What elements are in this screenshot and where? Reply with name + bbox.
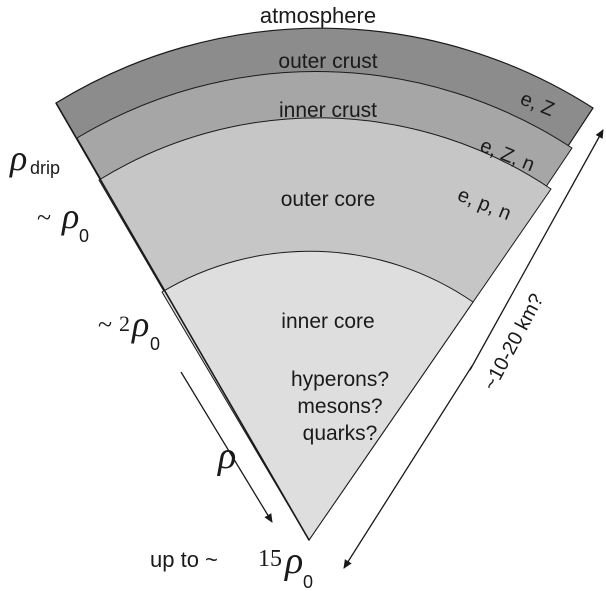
tilde-rho0-subscript: 0 xyxy=(79,226,89,246)
rho-direction-arrow xyxy=(180,371,273,523)
outer-core-label: outer core xyxy=(281,188,376,211)
max-density-subscript: 0 xyxy=(303,572,313,591)
inner-core-composition-2: mesons? xyxy=(297,395,382,418)
max-density-prefix: up to ~ xyxy=(150,547,218,572)
two-rho0-subscript: 0 xyxy=(150,334,160,354)
wedge-left-edge xyxy=(55,102,310,541)
inner-core-layer xyxy=(161,250,474,541)
tilde-rho0-symbol: ρ xyxy=(61,196,79,236)
radius-label: ~10-20 km? xyxy=(479,290,548,394)
two-rho0-factor: 2 xyxy=(119,311,130,336)
max-density-factor: 15 xyxy=(258,546,282,572)
rho-direction-symbol: ρ xyxy=(217,435,236,477)
radius-arrow-outward xyxy=(469,129,604,371)
inner-crust-label: inner crust xyxy=(279,99,377,122)
rho-drip-symbol: ρ xyxy=(9,138,27,178)
two-rho0-symbol: ρ xyxy=(131,304,149,344)
atmosphere-label: atmosphere xyxy=(260,3,376,28)
radius-label-background xyxy=(476,285,555,401)
tilde-rho0-tilde: ~ xyxy=(37,203,51,232)
outer-crust-label: outer crust xyxy=(278,50,377,73)
inner-core-label: inner core xyxy=(281,310,374,333)
inner-core-composition-3: quarks? xyxy=(303,422,378,445)
rho-drip-subscript: drip xyxy=(30,158,60,178)
two-rho0-tilde: ~ xyxy=(98,310,112,339)
radius-arrow-inward xyxy=(343,365,473,569)
inner-core-composition-1: hyperons? xyxy=(291,368,389,391)
max-density-symbol: ρ xyxy=(284,540,303,582)
